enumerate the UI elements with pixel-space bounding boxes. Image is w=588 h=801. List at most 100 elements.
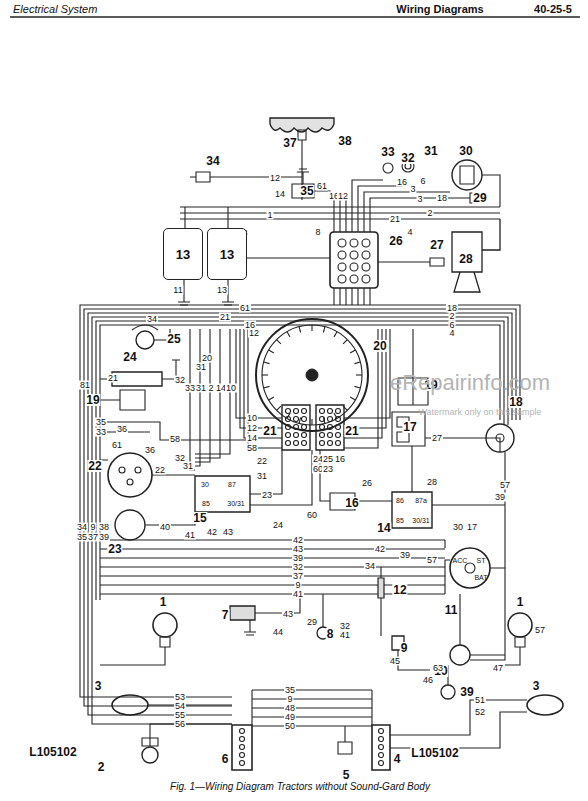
wire-number: 10 xyxy=(225,384,237,393)
wire-or-part xyxy=(392,492,432,528)
wire-number: 26 xyxy=(361,479,373,488)
callout-number: 32 xyxy=(400,152,415,164)
wire-or-part xyxy=(339,200,340,232)
wire-or-part xyxy=(320,433,325,438)
wire-or-part xyxy=(294,433,299,438)
wire-number: 61 xyxy=(111,441,123,450)
terminal-mark: 85 xyxy=(201,500,211,507)
callout-number: 37 xyxy=(282,137,297,149)
wire-or-part xyxy=(108,453,152,497)
watermark: Watermark only on this sample xyxy=(417,408,542,417)
figure-caption: Fig. 1—Wiring Diagram Tractors without S… xyxy=(169,782,431,792)
wire-or-part xyxy=(100,390,250,440)
wire-or-part xyxy=(88,600,232,715)
wire-or-part xyxy=(357,288,358,305)
wire-number: 22 xyxy=(154,466,166,475)
wire-number: 18 xyxy=(436,194,448,203)
wire-or-part xyxy=(277,340,281,344)
component-box: 13 xyxy=(207,228,247,280)
wire-or-part xyxy=(190,172,302,182)
wire-or-part xyxy=(299,327,301,333)
wire-or-part xyxy=(320,450,392,510)
callout-number: 9 xyxy=(400,642,409,654)
wire-or-part xyxy=(286,409,291,414)
wire-number: 61 xyxy=(239,304,251,313)
callout-number: 14 xyxy=(376,522,391,534)
wire-or-part xyxy=(195,329,220,458)
wire-or-part xyxy=(302,441,307,446)
terminal-mark: ACC xyxy=(452,557,469,564)
callout-number: 35 xyxy=(299,185,314,197)
wire-or-part xyxy=(252,716,372,717)
callout-number: 8 xyxy=(326,628,335,640)
wire-number: 43 xyxy=(292,545,304,554)
wire-or-part xyxy=(322,594,323,627)
callout-number: 28 xyxy=(458,253,473,265)
wire-or-part xyxy=(339,288,340,305)
callout-number: 12 xyxy=(392,584,407,596)
wire-or-part xyxy=(10,16,580,17)
wire-or-part xyxy=(100,575,445,576)
terminal-mark: 30 xyxy=(200,481,210,488)
wire-or-part xyxy=(328,417,333,422)
wire-or-part xyxy=(240,729,245,734)
wire-number: 44 xyxy=(272,628,284,637)
wire-or-part xyxy=(344,329,390,418)
wire-number: 42 xyxy=(292,536,304,545)
wire-or-part xyxy=(452,160,482,190)
wire-or-part xyxy=(240,745,245,750)
wire-or-part xyxy=(142,747,158,763)
wire-or-part xyxy=(390,700,527,748)
wire-number: 63 xyxy=(432,664,444,673)
wire-number: 46 xyxy=(422,676,434,685)
wire-or-part xyxy=(379,729,384,734)
wire-or-part xyxy=(282,405,344,450)
wire-number: 58 xyxy=(246,444,258,453)
wire-number: 12 xyxy=(337,192,349,201)
watermark: eRepairinfo.com xyxy=(389,372,551,394)
wire-number: 49 xyxy=(284,713,296,722)
wire-or-part xyxy=(320,417,325,422)
wire-or-part xyxy=(264,386,270,388)
header-text: 40-25-5 xyxy=(533,4,573,15)
wire-or-part xyxy=(355,362,361,364)
wire-or-part xyxy=(392,412,500,452)
terminal-mark: 30/31 xyxy=(411,517,431,524)
wire-or-part xyxy=(294,417,299,422)
wire-number: 48 xyxy=(284,704,296,713)
wire-number: 9 xyxy=(286,695,293,704)
header-title: Electrical System xyxy=(12,4,98,15)
wire-or-part xyxy=(302,409,307,414)
wire-or-part xyxy=(378,578,384,598)
wire-number: 39 xyxy=(494,493,506,502)
wire-or-part xyxy=(379,737,384,742)
callout-number: 13 xyxy=(220,247,234,262)
wire-or-part xyxy=(119,467,125,473)
callout-number: 19 xyxy=(85,394,100,406)
callout-number: 6 xyxy=(221,753,230,765)
wire-or-part xyxy=(328,425,333,430)
wire-number: 25 xyxy=(322,455,334,464)
wire-or-part xyxy=(357,200,358,232)
wire-number: 23 xyxy=(261,491,273,500)
callout-number: 39 xyxy=(459,686,474,698)
wire-or-part xyxy=(527,695,563,715)
wire-or-part xyxy=(287,332,290,337)
wire-or-part xyxy=(350,275,358,283)
wire-or-part xyxy=(336,425,341,430)
wire-number: 57 xyxy=(534,626,546,635)
wire-number: 31 xyxy=(256,472,268,481)
wire-or-part xyxy=(328,433,333,438)
wire-number: 29 xyxy=(306,618,318,627)
wire-or-part xyxy=(311,419,312,425)
callout-number: 22 xyxy=(87,460,102,472)
wire-or-part xyxy=(250,450,312,505)
wire-or-part xyxy=(338,263,346,271)
wire-or-part xyxy=(286,441,291,446)
wire-number: 12 xyxy=(269,174,281,183)
wire-or-part xyxy=(311,325,312,331)
wire-or-part xyxy=(323,327,325,333)
wire-or-part xyxy=(338,239,346,247)
wire-number: 32 xyxy=(292,563,304,572)
wire-number: 8 xyxy=(314,228,321,237)
